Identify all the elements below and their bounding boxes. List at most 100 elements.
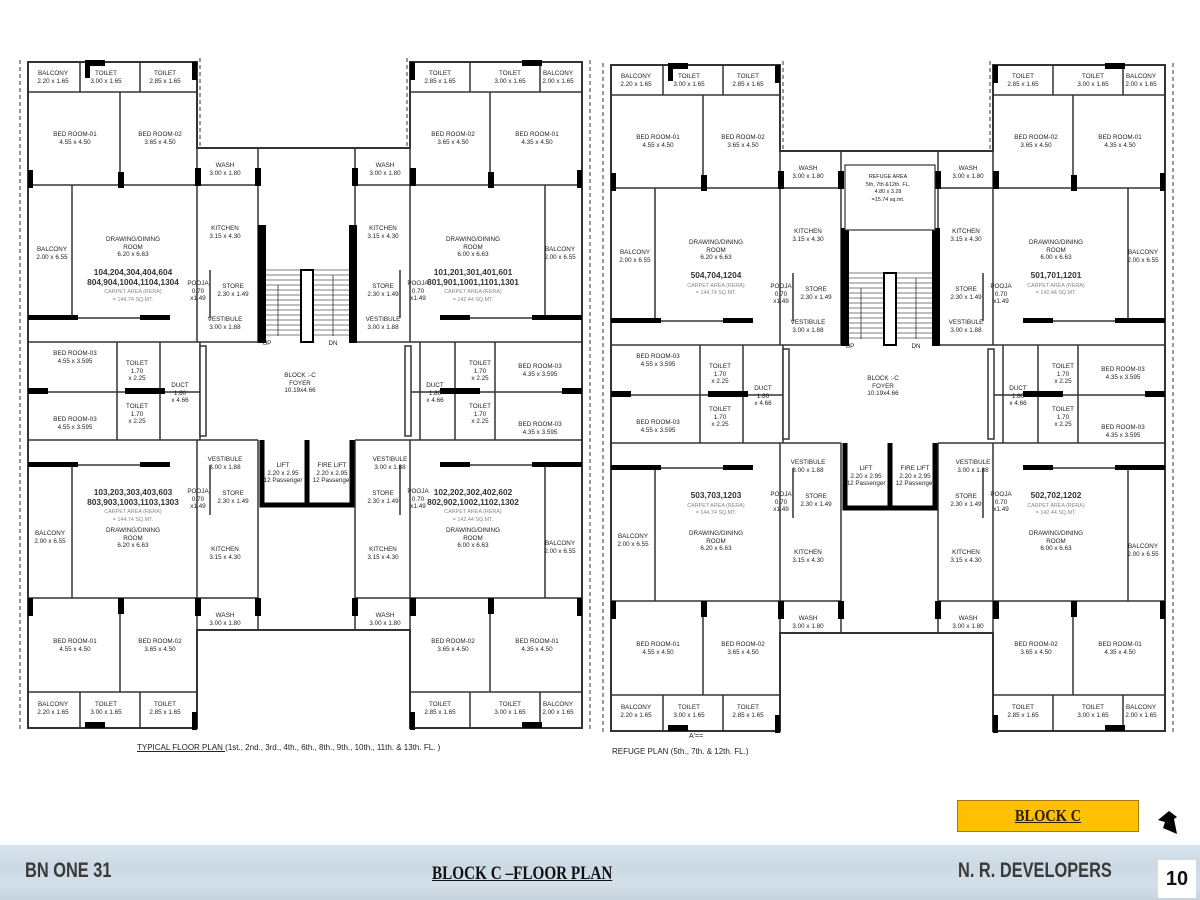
room-label-toilet-line: 2.85 x 1.65 [732,711,764,719]
room-label-bed-room-01-line: 4.35 x 4.50 [521,138,553,146]
room-label-balcony-line: BALCONY [620,73,652,80]
column [195,168,201,186]
room-label-bed-room-03-line: BED ROOM-03 [1101,424,1145,431]
room-label-toilet-line: x 2.25 [711,378,729,386]
room-label-kitchen-line: 3.15 x 4.30 [209,232,241,240]
room-label-toilet-line: x 2.25 [1054,421,1072,429]
room-label-toilet-line: x 2.25 [471,375,489,383]
room-label-balcony-line: BALCONY [619,249,651,256]
room-label-fire-lift-line: 12 Passenger [895,480,935,488]
unit-numbers: 503,703,1203 [690,490,742,501]
project-name: BN ONE 31 [25,859,112,882]
room-label-vestibule-line: VESTIBULE [790,459,826,466]
room-label-balcony-line: 2.00 x 6.55 [1127,550,1159,558]
block-c-button[interactable]: BLOCK C [957,800,1139,832]
shaft [404,345,412,437]
room-label-drawing-dining-line: 6.20 x 6.63 [700,254,732,262]
room-label-kitchen-line: KITCHEN [794,228,822,235]
room-label-toilet-line: TOILET [469,403,491,410]
room-label-pooja-line: x1.49 [410,295,426,303]
room-label-wash-line: 3.00 x 1.80 [792,622,824,630]
room-label-dn-line: DN [328,340,338,347]
room-label-store-line: STORE [372,283,394,290]
room-label-duct-line: DUCT [1009,385,1027,392]
room-label-kitchen-line: KITCHEN [952,549,980,556]
room-label-toilet-line: 1.70 [1056,413,1070,421]
room-label-balcony-line: BALCONY [544,540,576,547]
room-label-balcony-line: 2.20 x 1.65 [620,711,652,719]
room-label-balcony-line: BALCONY [37,70,69,77]
room-label-toilet-line: 2.85 x 1.65 [149,708,181,716]
room-label-dn: DN [328,340,337,348]
unit-numbers-line: 802,902,1002,1102,1302 [427,496,519,507]
room-label-toilet-line: 1.70 [473,367,487,375]
unit-numbers: 504,704,1204 [691,270,742,281]
room-label-bed-room-02-line: 3.65 x 4.50 [727,648,759,656]
room-label-vestibule-line: VESTIBULE [790,319,826,326]
column [778,171,784,189]
room-label-balcony-line: BALCONY [1125,73,1157,80]
unit-numbers-line: 503,703,1203 [690,490,742,500]
room-label-block-c-line: 10.19x4.66 [284,387,316,395]
room-label-toilet-line: TOILET [95,70,117,77]
staircase [849,272,932,346]
room-label-balcony-line: 2.20 x 1.65 [37,77,69,85]
room-label-store-line: STORE [805,493,827,500]
unit-numbers-line: 103,203,303,403,603 [93,487,173,497]
room-label-toilet-line: TOILET [429,701,451,708]
room-label-toilet-line: TOILET [1012,73,1034,80]
column [708,391,748,397]
room-label-toilet-line: 3.00 x 1.65 [1077,80,1109,88]
room-label-wash-line: 3.00 x 1.80 [209,169,241,177]
room-label-duct-line: DUCT [171,382,189,389]
carpet-area-line: CARPET AREA (RERA) [444,509,502,515]
column [668,725,688,731]
column [258,225,266,343]
room-label-bed-room-02-line: BED ROOM-02 [721,134,765,141]
column [1160,173,1165,191]
room-label-bed-room-03-line: 4.35 x 3.595 [522,370,558,378]
room-label-store-line: 2.30 x 1.49 [217,497,249,505]
room-label-balcony-line: BALCONY [36,246,68,253]
room-label-toilet-line: TOILET [154,701,176,708]
room-label-bed-room-02-line: BED ROOM-02 [138,131,182,138]
room-label-balcony-line: BALCONY [37,701,69,708]
column [993,715,998,733]
column [140,462,170,467]
arrow-icon[interactable] [1155,808,1181,836]
room-label-kitchen-line: KITCHEN [211,546,239,553]
room-label-bed-room-03-line: BED ROOM-03 [1101,366,1145,373]
room-label-toilet-line: 3.00 x 1.65 [673,80,705,88]
column [192,712,197,730]
room-label-lift-line: 2.20 x 2.95 [267,469,299,477]
room-label-wash-line: 3.00 x 1.80 [952,622,984,630]
room-label-balcony-line: BALCONY [542,70,574,77]
outer-wall [27,61,583,729]
room-label-vestibule-line: 3.00 x 1.88 [374,463,406,471]
column [28,598,33,616]
refuge-area [844,164,936,231]
